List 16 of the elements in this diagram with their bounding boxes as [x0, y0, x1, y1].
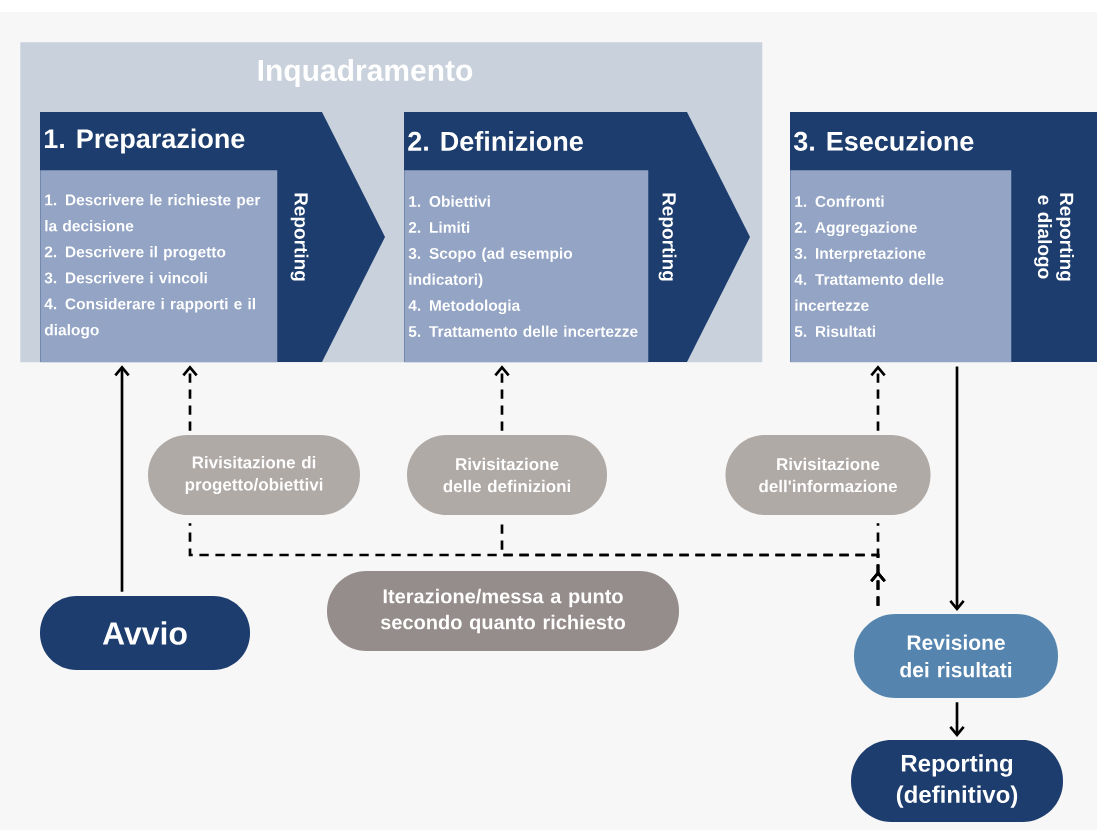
rounded-box: Revisione dei risultati [854, 614, 1058, 698]
arrow [949, 702, 965, 738]
rounded-box: Iterazione/messa a punto secondo quanto richiesto [327, 571, 679, 651]
arrow [182, 365, 198, 431]
rounded-box: Avvio [40, 596, 250, 670]
rounded-box: Rivisitazione di progetto/obiettivi [148, 435, 360, 515]
rounded-box: Rivisitazione delle definizioni [407, 435, 607, 515]
arrow [949, 366, 965, 612]
list-box: 1. Confronti 2. Aggregazione 3. Interpretazione 4. Trattamento delle incertezze 5. Risultati [790, 170, 1012, 363]
arrow [114, 365, 130, 592]
list-box: 1. Descrivere le richieste per la decisione 2. Descrivere il progetto 3. Descrivere i vincoli 4. Considerare i rapporti e il dialogo [40, 170, 278, 363]
rounded-box: Rivisitazione dell'informazione [725, 435, 931, 515]
arrow [870, 365, 886, 431]
list-box: 1. Obiettivi 2. Limiti 3. Scopo (ad esempio indicatori) 4. Metodologia 5. Trattamento delle incertezze [404, 170, 649, 363]
arrow [494, 365, 510, 431]
rounded-box: Reporting (definitivo) [851, 740, 1063, 822]
